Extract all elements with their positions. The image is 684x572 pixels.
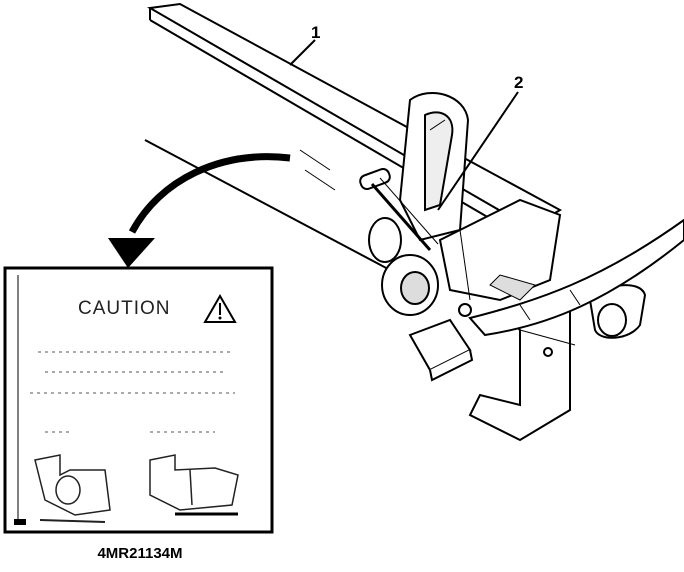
pictogram-right	[149, 454, 239, 516]
caution-label: CAUTION	[3, 266, 274, 534]
pictogram-left	[14, 454, 111, 525]
warning-triangle-icon	[203, 293, 237, 323]
callout-1: 1	[311, 23, 320, 42]
illegible-text	[30, 351, 235, 433]
motor-assembly	[359, 91, 647, 442]
leader-lines	[289, 39, 519, 211]
curved-arrow-icon	[108, 153, 291, 268]
figure-id: 4MR21134M	[97, 545, 183, 562]
hose	[468, 218, 684, 337]
callout-2: 2	[514, 73, 523, 92]
caution-title: CAUTION	[78, 298, 171, 319]
